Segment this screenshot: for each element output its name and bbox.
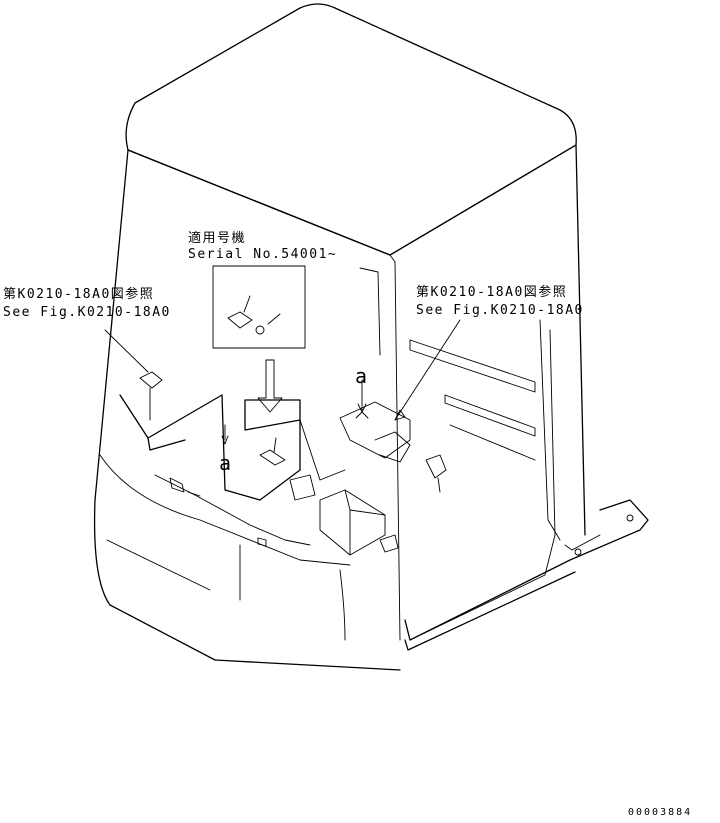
left-bolt xyxy=(104,329,163,421)
figure-number: 00003884 xyxy=(628,807,692,818)
left-reference-jp: 第K0210-18A0図参照 xyxy=(3,286,154,302)
cab-roof xyxy=(125,3,577,263)
view-marker-a-top: a xyxy=(355,364,367,388)
serial-number-label: Serial No.54001~ xyxy=(188,247,337,262)
right-bracket xyxy=(339,319,461,493)
right-reference-en: See Fig.K0210-18A0 xyxy=(416,303,584,318)
cab-door-frame xyxy=(359,267,649,651)
left-reference-en: See Fig.K0210-18A0 xyxy=(3,305,171,320)
applicable-models-label: 適用号機 xyxy=(188,230,246,246)
right-reference-jp: 第K0210-18A0図参照 xyxy=(416,284,567,300)
serial-inset-box xyxy=(212,265,306,413)
view-marker-a-left: a xyxy=(219,451,231,475)
mounting-bracket xyxy=(119,394,399,556)
cab-left-panel xyxy=(93,144,586,671)
wire-harness xyxy=(154,424,311,547)
